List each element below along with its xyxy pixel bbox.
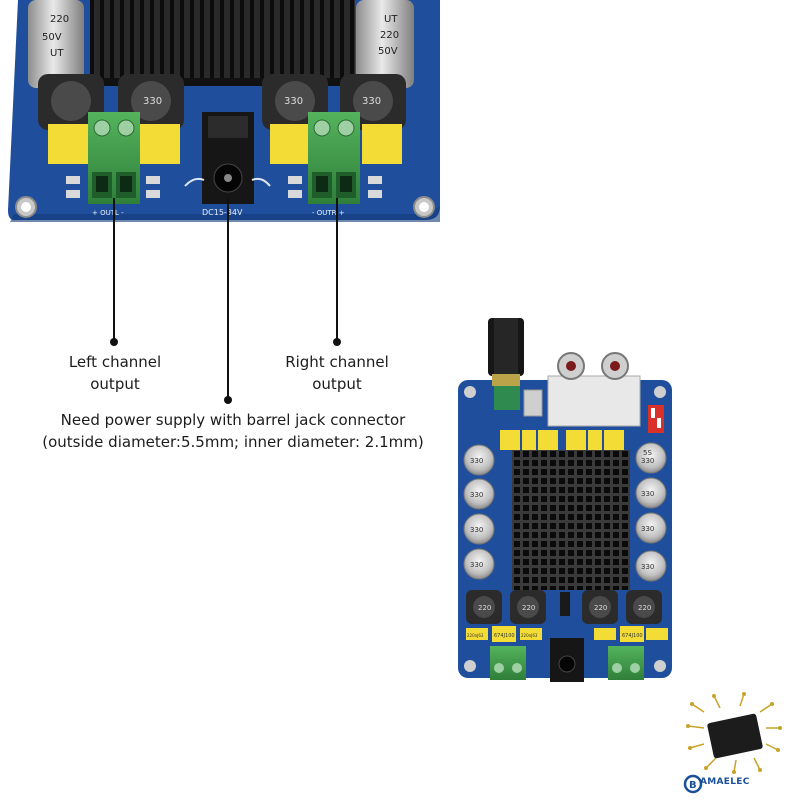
power-supply-note: Need power supply with barrel jack conne…: [42, 411, 424, 451]
top-right-output-terminal: [308, 112, 360, 204]
svg-text:220: 220: [50, 14, 69, 25]
svg-text:330: 330: [284, 96, 303, 107]
right-channel-output-label: Right channel output: [285, 353, 389, 393]
full-inductors: 220 220 220 220: [466, 590, 662, 624]
svg-text:DC15-34V: DC15-34V: [202, 208, 243, 217]
svg-text:220: 220: [594, 604, 607, 612]
top-left-output-terminal: [88, 112, 140, 204]
svg-text:50V: 50V: [42, 32, 62, 43]
svg-text:330: 330: [362, 96, 381, 107]
capacitors-right: 5S 330 330 330 330: [635, 442, 667, 582]
svg-text:330: 330: [641, 525, 654, 533]
top-heatsink: [90, 0, 355, 82]
left-channel-output-label: Left channel output: [68, 353, 162, 393]
callout-lines: [113, 198, 338, 400]
svg-text:220nJ63: 220nJ63: [467, 633, 484, 638]
top-film-capacitors: [48, 124, 402, 164]
top-smd-components: [66, 176, 382, 198]
svg-text:UT: UT: [50, 48, 64, 59]
logo-wordmark: AMAELEC: [700, 777, 750, 787]
capacitors-left: 330 330 330 330: [463, 444, 495, 580]
svg-text:330: 330: [143, 96, 162, 107]
bottom-film-capacitors: 674J100 674J100 220nJ63 220nJ63: [466, 626, 668, 642]
volume-knob: [488, 318, 524, 410]
full-left-output-terminal: [490, 646, 526, 680]
svg-text:330: 330: [641, 457, 654, 465]
svg-text:220: 220: [522, 604, 535, 612]
callout-dot-left: [110, 338, 118, 346]
full-heatsink: [512, 450, 630, 590]
svg-text:220nJ63: 220nJ63: [521, 633, 538, 638]
top-barrel-jack: DC15-34V: [202, 112, 254, 217]
svg-text:330: 330: [470, 526, 483, 534]
top-capacitor-left: 220 50V UT: [28, 0, 84, 88]
svg-text:220: 220: [638, 604, 651, 612]
svg-text:330: 330: [470, 457, 483, 465]
svg-text:330: 330: [641, 563, 654, 571]
callout-dot-power: [224, 396, 232, 404]
svg-text:674J100: 674J100: [494, 633, 515, 639]
svg-text:B: B: [689, 780, 697, 791]
svg-text:330: 330: [641, 490, 654, 498]
top-left-output-marking: + OUTL -: [92, 209, 124, 217]
svg-text:220: 220: [478, 604, 491, 612]
full-barrel-jack: [550, 638, 584, 682]
svg-text:50V: 50V: [378, 46, 398, 57]
svg-text:674J100: 674J100: [622, 633, 643, 639]
svg-text:330: 330: [470, 491, 483, 499]
svg-text:UT: UT: [384, 14, 398, 25]
top-capacitor-right: UT 220 50V: [356, 0, 414, 88]
svg-text:330: 330: [470, 561, 483, 569]
full-right-output-terminal: [608, 646, 644, 680]
top-right-output-marking: - OUTR +: [312, 209, 345, 217]
svg-text:5S: 5S: [643, 449, 652, 457]
callout-dot-right: [333, 338, 341, 346]
svg-text:220: 220: [380, 30, 399, 41]
rca-input-jacks: [523, 352, 641, 427]
film-capacitor-row: [500, 430, 624, 450]
